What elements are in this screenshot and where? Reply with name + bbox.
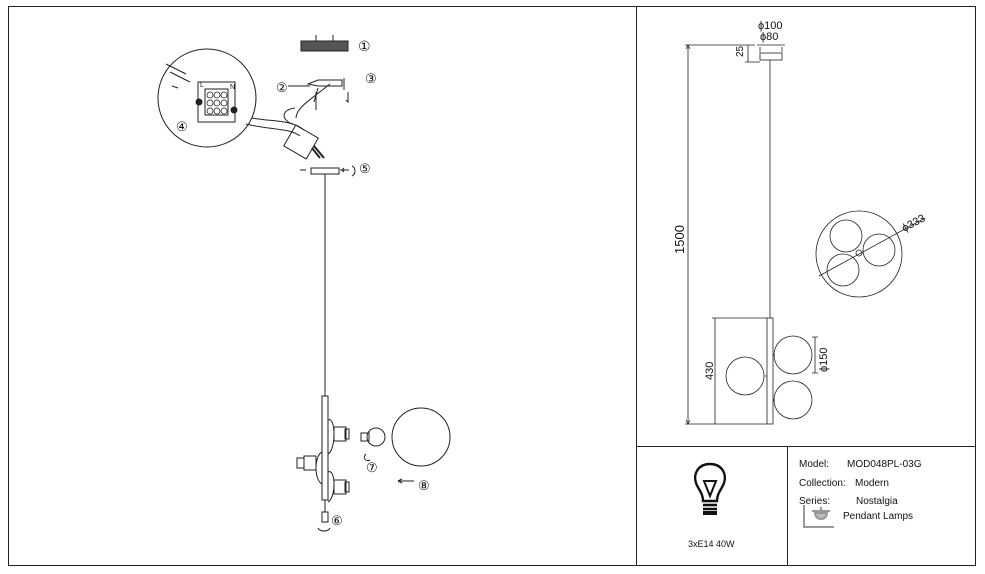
model-value: MOD048PL-03G (847, 459, 922, 470)
step-4-label: ④ (176, 119, 188, 134)
dim-canopy-inner: ϕ80 (760, 31, 779, 43)
dim-canopy-outer: ϕ100 (758, 20, 783, 32)
collection-label: Collection: (799, 478, 846, 489)
series-value: Nostalgia (856, 496, 898, 507)
drawing-frame (8, 6, 976, 566)
step-3-label: ③ (365, 71, 377, 86)
bulb-icon (694, 462, 726, 515)
step-6-label: ⑥ (331, 513, 343, 528)
step-8-label: ⑧ (418, 478, 430, 493)
divider-info (787, 446, 788, 566)
step-1-label: ① (358, 38, 371, 54)
series-label: Series: (799, 496, 831, 507)
dim-canopy-height: 25 (735, 45, 746, 57)
divider-vertical (636, 6, 637, 566)
wiring-n-label: N (230, 84, 236, 91)
step-2-label: ② (276, 80, 288, 95)
wiring-l-label: L (200, 82, 204, 89)
divider-horizontal (636, 446, 976, 447)
dim-overall-height: 1500 (672, 225, 687, 254)
model-label: Model: (799, 459, 830, 470)
bulb-spec: 3xE14 40W (688, 539, 735, 549)
product-type: Pendant Lamps (843, 511, 914, 522)
pendant-lamp-icon (803, 505, 834, 528)
step-5-label: ⑤ (359, 161, 371, 176)
dim-body-height: 430 (704, 361, 716, 380)
dim-globe-diameter: ϕ150 (818, 347, 830, 372)
step-7-label: ⑦ (366, 460, 378, 475)
collection-value: Modern (855, 478, 889, 489)
